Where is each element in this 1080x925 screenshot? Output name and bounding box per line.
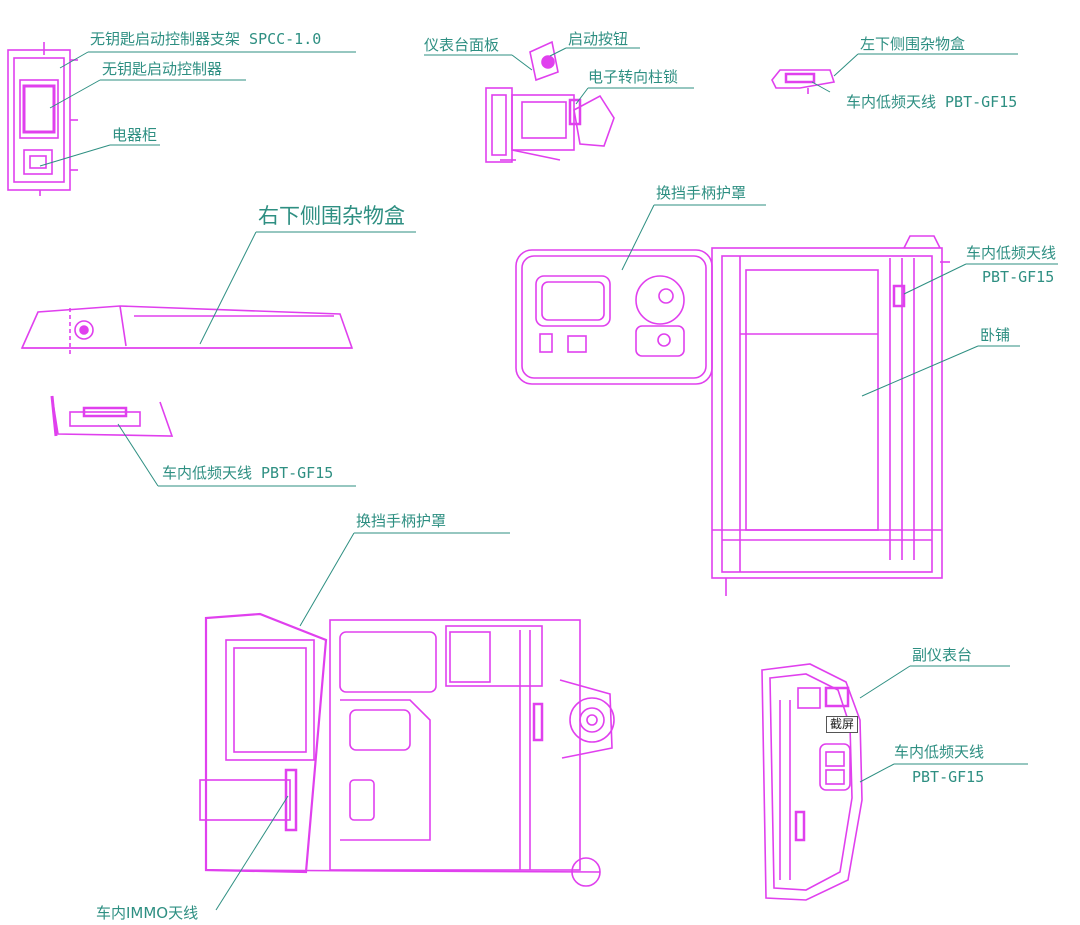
right-storage-box: [20, 305, 354, 356]
label-antenna-aux-line1: 车内低频天线: [894, 743, 985, 761]
sleeper-frame: [711, 235, 950, 596]
label-antenna-top-right: 车内低频天线 PBT-GF15: [846, 93, 1018, 111]
label-start-button: 启动按钮: [568, 30, 629, 48]
label-electrical-cabinet: 电器柜: [112, 126, 158, 144]
dash-start-assembly: [485, 40, 615, 163]
shifter-cover-panel: [515, 249, 713, 385]
label-antenna-aux-line2: PBT-GF15: [912, 768, 985, 786]
label-aux-dashboard: 副仪表台: [912, 646, 973, 664]
label-antenna-left-mid: 车内低频天线 PBT-GF15: [162, 464, 334, 482]
cab-assembly-bottom: [199, 612, 615, 887]
label-right-storage-box: 右下侧围杂物盒: [258, 204, 405, 228]
label-dash-panel: 仪表台面板: [424, 36, 500, 54]
label-left-storage-box: 左下侧围杂物盒: [860, 35, 966, 53]
antenna-box-left: [50, 395, 174, 437]
label-antenna-bed-line1: 车内低频天线: [966, 244, 1057, 262]
label-shifter-cover-mid: 换挡手柄护罩: [656, 184, 747, 202]
label-keyless-controller: 无钥匙启动控制器: [102, 60, 223, 78]
label-steering-lock: 电子转向柱锁: [588, 68, 679, 86]
keyless-bracket-assembly: [7, 42, 78, 196]
label-antenna-bed-line2: PBT-GF15: [982, 268, 1055, 286]
aux-dashboard: [761, 663, 863, 901]
left-storage-box: [771, 69, 836, 94]
label-shifter-cover-bottom: 换挡手柄护罩: [356, 512, 447, 530]
label-sleeper: 卧铺: [980, 326, 1011, 344]
label-immo-antenna: 车内IMMO天线: [96, 904, 199, 922]
label-keyless-bracket: 无钥匙启动控制器支架 SPCC-1.0: [90, 30, 322, 48]
screenshot-tag[interactable]: 截屏: [826, 716, 859, 734]
leader-lines: [39, 47, 1058, 911]
